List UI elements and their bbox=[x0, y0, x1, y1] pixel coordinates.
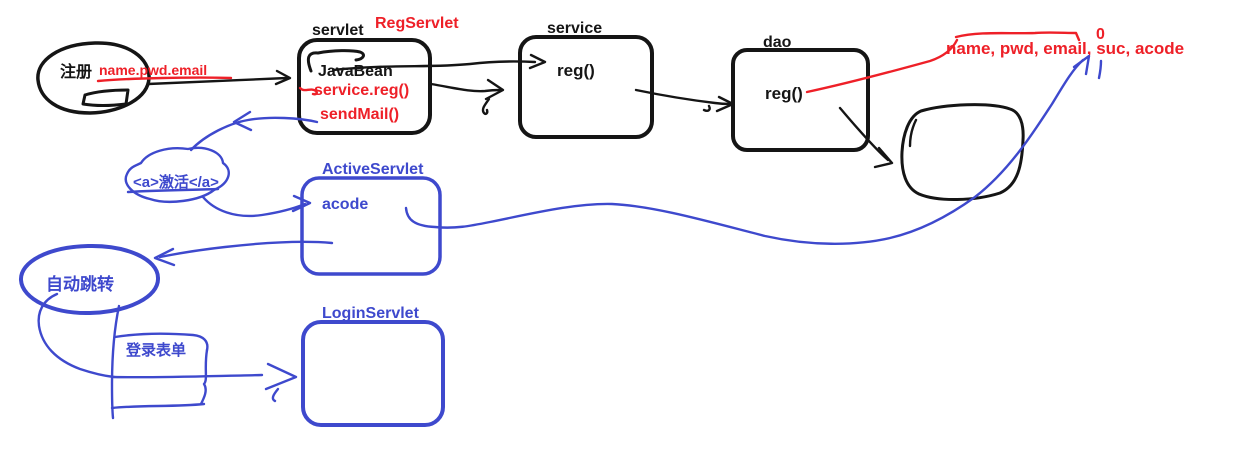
arrow-line bbox=[146, 76, 289, 86]
db-fields-annotation: 0 name, pwd, email, suc, acode bbox=[805, 26, 1184, 94]
arrowhead bbox=[873, 146, 894, 169]
autoredirect-to-loginform-curve bbox=[37, 292, 116, 379]
fields-overline bbox=[954, 31, 1081, 42]
arrowhead-flourish bbox=[271, 387, 280, 403]
login-servlet-node: LoginServlet bbox=[301, 305, 445, 427]
arrowhead bbox=[153, 247, 176, 267]
loginservlet-class-label: LoginServlet bbox=[322, 305, 420, 322]
arrowhead bbox=[1072, 54, 1091, 76]
servlet-to-service-arrows bbox=[331, 53, 547, 115]
regservlet-class-label: RegServlet bbox=[375, 15, 459, 32]
javabean-scribble bbox=[306, 49, 365, 73]
auto-redirect-label: 自动跳转 bbox=[46, 274, 114, 294]
tick-mark bbox=[1097, 59, 1103, 80]
activeservlet-class-label: ActiveServlet bbox=[322, 161, 424, 178]
link-underline bbox=[126, 187, 220, 194]
dao-to-database-arrow bbox=[838, 106, 894, 169]
lower-arrowhead bbox=[484, 78, 505, 101]
service-box bbox=[518, 35, 654, 139]
arrow-line bbox=[112, 373, 264, 379]
left-edge bbox=[110, 304, 121, 420]
params-underline bbox=[96, 76, 233, 83]
dao-box bbox=[731, 48, 870, 152]
servlet-box-label: servlet bbox=[312, 22, 364, 39]
activeservlet-box bbox=[300, 176, 442, 276]
loginservlet-box bbox=[301, 320, 445, 427]
activation-link-bubble: <a>激活</a> bbox=[124, 146, 230, 203]
bubble-ellipse bbox=[18, 243, 161, 316]
upper-arrow-line bbox=[331, 60, 537, 72]
register-form-sketch bbox=[81, 88, 130, 107]
arrow-line bbox=[201, 195, 307, 218]
curve-line bbox=[37, 292, 116, 379]
arrow-wiggle bbox=[702, 104, 711, 112]
suc-zero-flag: 0 bbox=[1096, 26, 1105, 43]
bottom-edge bbox=[110, 402, 206, 410]
lower-arrow-line bbox=[429, 82, 502, 93]
arrow-line bbox=[158, 240, 334, 259]
activeservlet-to-autoredirect-arrow bbox=[153, 240, 334, 267]
active-servlet-node: ActiveServlet acode bbox=[300, 161, 442, 276]
auto-redirect-bubble: 自动跳转 bbox=[18, 243, 161, 316]
register-params-label: name.pwd.email bbox=[99, 62, 207, 78]
curve-line bbox=[189, 116, 319, 152]
acode-flow-curve bbox=[404, 54, 1103, 245]
acode-param-label: acode bbox=[322, 196, 368, 213]
loginform-to-loginservlet-arrow bbox=[112, 362, 298, 403]
activation-link-label: <a>激活</a> bbox=[133, 173, 219, 191]
arrowhead bbox=[232, 110, 253, 132]
service-reg-call-label: service.reg() bbox=[314, 82, 409, 99]
lower-arrow-flourish bbox=[481, 97, 491, 115]
curve-line bbox=[404, 58, 1085, 245]
top-edge bbox=[113, 332, 209, 352]
arrowhead bbox=[291, 194, 312, 213]
service-box-label: service bbox=[547, 20, 602, 37]
dao-node: dao reg() bbox=[731, 34, 870, 152]
fields-pointer-line bbox=[805, 38, 959, 94]
db-fields-label: name, pwd, email, suc, acode bbox=[946, 39, 1184, 58]
reg-servlet-node: servlet RegServlet JavaBean service.reg(… bbox=[297, 15, 459, 135]
arrow-line bbox=[838, 106, 890, 162]
upper-arrowhead bbox=[528, 53, 547, 70]
sendmail-to-activation-curve bbox=[189, 110, 319, 152]
right-edge bbox=[199, 348, 209, 406]
sendmail-call-label: sendMail() bbox=[320, 106, 399, 123]
blob-outline bbox=[900, 103, 1025, 201]
dao-box-label: dao bbox=[763, 34, 792, 51]
javabean-label: JavaBean bbox=[318, 63, 393, 80]
service-method-label: reg() bbox=[557, 61, 595, 80]
service-node: service reg() bbox=[518, 20, 654, 139]
arrowhead bbox=[264, 362, 298, 391]
register-label: 注册 bbox=[60, 62, 92, 81]
arrow-line bbox=[634, 88, 732, 106]
servlet-box bbox=[297, 38, 432, 135]
dao-method-label: reg() bbox=[765, 84, 803, 103]
red-squiggle bbox=[298, 86, 318, 96]
arrowhead bbox=[274, 69, 292, 86]
login-form-label: 登录表单 bbox=[125, 341, 186, 359]
login-form-shape: 登录表单 bbox=[110, 304, 209, 420]
activation-to-activeservlet-arrow bbox=[201, 194, 312, 218]
register-to-servlet-arrow: name.pwd.email bbox=[96, 62, 292, 86]
database-blob bbox=[900, 103, 1025, 201]
blob-inner-stroke bbox=[908, 118, 918, 148]
